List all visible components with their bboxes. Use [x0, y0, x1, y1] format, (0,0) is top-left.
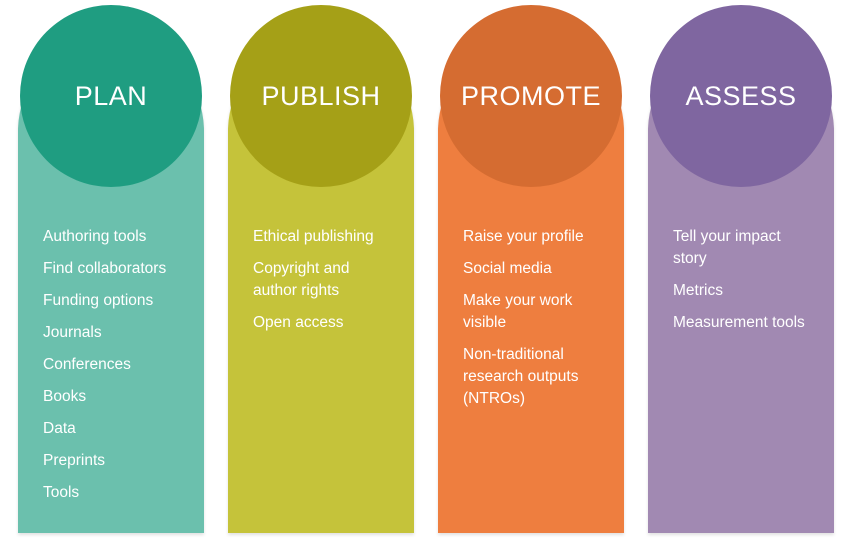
- list-item: Funding options: [43, 292, 154, 309]
- list-item: Preprints: [43, 452, 106, 469]
- list-item: Make your work visible: [463, 292, 573, 331]
- column-publish-circle: PUBLISH: [230, 5, 412, 187]
- column-plan-circle: PLAN: [20, 5, 202, 187]
- column-assess: Tell your impact story Metrics Measureme…: [648, 0, 834, 533]
- column-assess-items: Tell your impact story Metrics Measureme…: [648, 38, 834, 334]
- column-plan-items: Authoring tools Find collaborators Fundi…: [18, 38, 204, 504]
- list-item: Social media: [463, 260, 552, 277]
- list-item: Journals: [43, 324, 102, 341]
- column-promote-title: PROMOTE: [460, 80, 601, 111]
- column-promote: Raise your profile Social media Make you…: [438, 0, 624, 533]
- list-item: Tell your impact story: [673, 228, 781, 267]
- list-item: Data: [43, 420, 76, 437]
- list-item: Authoring tools: [43, 228, 147, 245]
- column-assess-title: ASSESS: [685, 80, 797, 111]
- list-item: Copyright and author rights: [253, 260, 350, 299]
- column-publish: Ethical publishing Copyright and author …: [228, 0, 414, 533]
- column-publish-title: PUBLISH: [261, 80, 381, 111]
- column-plan-title: PLAN: [74, 80, 148, 111]
- list-item: Books: [43, 388, 87, 405]
- list-item: Tools: [43, 484, 80, 501]
- column-assess-circle: ASSESS: [650, 5, 832, 187]
- column-publish-items: Ethical publishing Copyright and author …: [228, 38, 414, 334]
- list-item: Raise your profile: [463, 228, 584, 245]
- list-item: Measurement tools: [673, 314, 805, 331]
- list-item: Find collaborators: [43, 260, 167, 277]
- column-promote-circle: PROMOTE: [440, 5, 622, 187]
- list-item: Conferences: [43, 356, 131, 373]
- column-promote-items: Raise your profile Social media Make you…: [438, 38, 624, 410]
- list-item: Ethical publishing: [253, 228, 374, 245]
- list-item: Open access: [253, 314, 344, 331]
- column-plan: Authoring tools Find collaborators Fundi…: [18, 0, 204, 533]
- list-item: Metrics: [673, 282, 723, 299]
- list-item: Non-traditional research outputs (NTROs): [463, 346, 579, 407]
